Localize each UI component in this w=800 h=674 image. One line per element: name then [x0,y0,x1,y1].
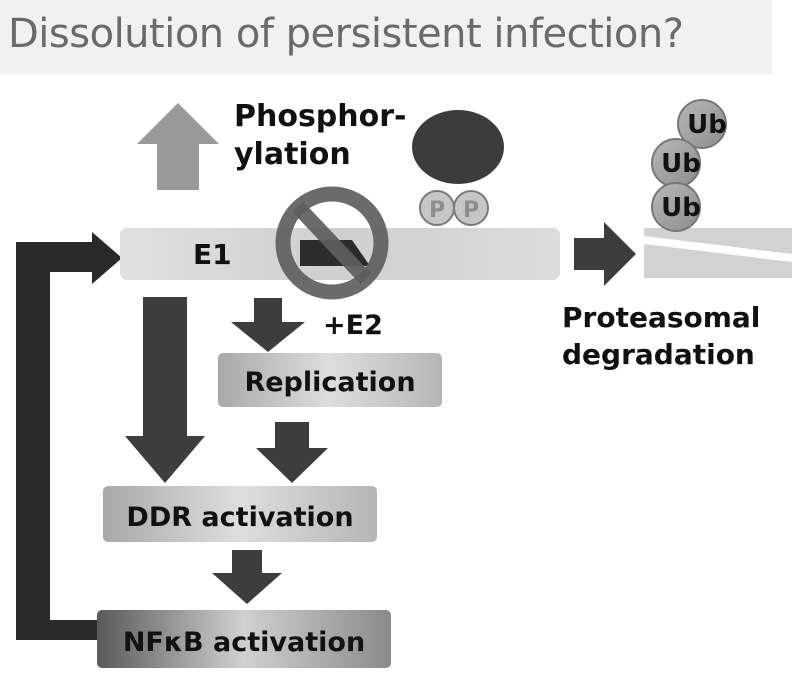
down-arrow-replication-to-ddr [256,422,328,483]
feedback-loop-arrow [16,232,122,640]
phospho-group [419,190,489,226]
diagram-title: Dissolution of persistent infection? [8,11,684,57]
ub-label-2: Ub [661,149,701,179]
proteasomal-label: Proteasomal [562,301,760,334]
no-entry-icon [275,186,389,300]
e2-label: +E2 [323,310,383,341]
down-arrow-to-replication [231,298,305,352]
ub-label-3: Ub [661,193,701,223]
phosphorylation-label-line1: Phosphor- [234,99,407,134]
ub-label-1: Ub [687,110,727,140]
phospho-label-1: P [429,198,445,223]
right-arrow-icon [574,222,636,286]
replication-box [218,353,442,407]
ub-circle-3 [651,182,701,232]
protein-blob [412,110,504,184]
ddr-box [103,486,377,542]
replication-label: Replication [244,367,415,398]
nfkb-label: NFκB activation [123,627,365,658]
ub-circle-1 [677,99,727,149]
ubiquitin-chain [651,99,727,232]
down-arrow-ddr-to-nfkb [212,550,282,604]
phospho-circle-2 [453,190,489,226]
nfkb-box [97,610,391,668]
ddr-label: DDR activation [126,502,353,533]
degradation-label: degradation [562,338,755,371]
e1-label: E1 [193,238,232,271]
up-arrow-icon [137,103,219,190]
phosphorylation-label-line2: ylation [234,137,351,172]
degraded-bar [644,228,792,278]
title-band [0,0,772,74]
phospho-label-2: P [463,198,479,223]
down-arrow-e1-to-ddr [125,297,205,483]
